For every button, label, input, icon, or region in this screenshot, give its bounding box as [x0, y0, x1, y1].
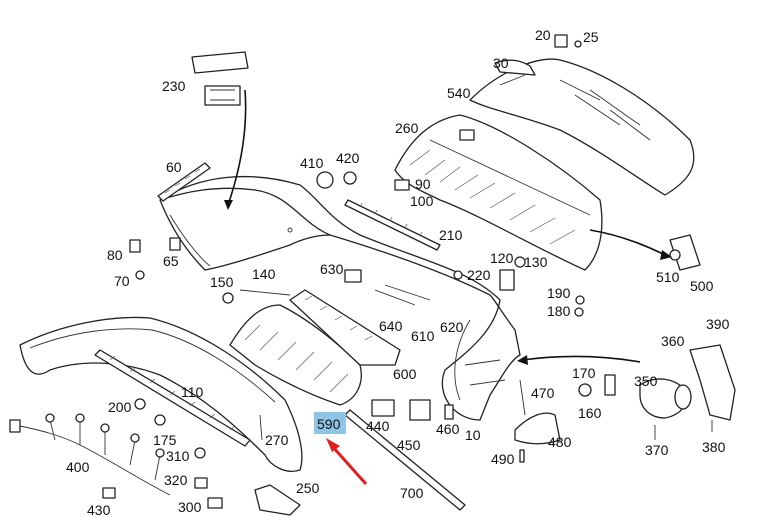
part-label: 130	[524, 254, 548, 270]
part-label: 540	[447, 85, 471, 101]
part-label: 140	[252, 266, 276, 282]
labels: 20 25 30 540 230 260 60 410 420 90 100 2…	[66, 27, 730, 517]
part-label: 350	[634, 373, 658, 389]
part-label: 450	[397, 437, 421, 453]
part-label: 180	[547, 303, 571, 319]
part-label: 460	[436, 421, 460, 437]
part-label: 120	[490, 250, 514, 266]
sensor-bracket-250	[254, 484, 301, 516]
part-label: 150	[210, 274, 234, 290]
part-label: 200	[108, 399, 132, 415]
part-label: 190	[547, 285, 571, 301]
part-label: 410	[300, 155, 324, 171]
part-label: 300	[178, 499, 202, 515]
highlight-box	[314, 412, 346, 434]
part-label: 160	[578, 405, 602, 421]
carrier-260	[394, 114, 603, 271]
part-label: 100	[410, 193, 434, 209]
part-label: 510	[656, 269, 680, 285]
reinforcement-bar-210	[344, 199, 441, 251]
red-arrow	[326, 438, 368, 486]
part-label: 390	[706, 316, 730, 332]
part-label: 270	[265, 432, 289, 448]
part-label: 500	[690, 278, 714, 294]
bracket-510	[669, 234, 701, 271]
trim-strip-60	[157, 162, 211, 202]
part-label: 370	[645, 442, 669, 458]
strip-700	[344, 409, 466, 511]
part-label: 110	[181, 384, 204, 400]
bracket-600	[289, 289, 401, 366]
part-label: 220	[467, 267, 491, 283]
lower-reflector-230	[191, 51, 249, 210]
part-label: 620	[440, 319, 464, 335]
part-label: 600	[393, 366, 417, 382]
part-label: 175	[153, 432, 177, 448]
part-label: 400	[66, 459, 90, 475]
small-parts	[102, 34, 713, 509]
part-label: 20	[535, 27, 551, 43]
part-label: 360	[661, 333, 685, 349]
part-label: 310	[166, 448, 190, 464]
part-label: 380	[702, 439, 726, 455]
part-label: 65	[163, 253, 179, 269]
part-label: 420	[336, 150, 360, 166]
part-label: 90	[415, 176, 431, 192]
lower-panel-110	[19, 316, 303, 472]
part-label: 470	[531, 385, 555, 401]
side-trim-360	[689, 344, 736, 421]
part-label: 60	[166, 159, 182, 175]
rear-bumper-cover	[159, 175, 521, 421]
part-label: 30	[493, 55, 509, 71]
part-label: 170	[572, 365, 596, 381]
part-label: 210	[439, 227, 463, 243]
part-label: 70	[114, 273, 130, 289]
part-label: 440	[366, 418, 390, 434]
part-label: 490	[491, 451, 515, 467]
part-label: 700	[400, 485, 424, 501]
connector-arrows	[517, 229, 672, 365]
part-label: 610	[411, 328, 435, 344]
part-label: 80	[107, 247, 123, 263]
part-label: 260	[395, 120, 419, 136]
part-label: 320	[164, 472, 188, 488]
part-label: 640	[379, 318, 403, 334]
part-label: 230	[162, 78, 186, 94]
highlighted-part-label: 590	[317, 416, 341, 432]
bracket-480	[514, 412, 561, 445]
exhaust-tip-350	[639, 378, 692, 419]
part-label: 430	[87, 502, 111, 517]
diffuser-540	[469, 58, 695, 196]
part-label: 25	[583, 29, 599, 45]
wire-harness-400	[9, 413, 171, 496]
part-label: 630	[320, 261, 344, 277]
part-label: 480	[548, 434, 572, 450]
part-label: 250	[296, 480, 320, 496]
part-label: 10	[465, 427, 481, 443]
